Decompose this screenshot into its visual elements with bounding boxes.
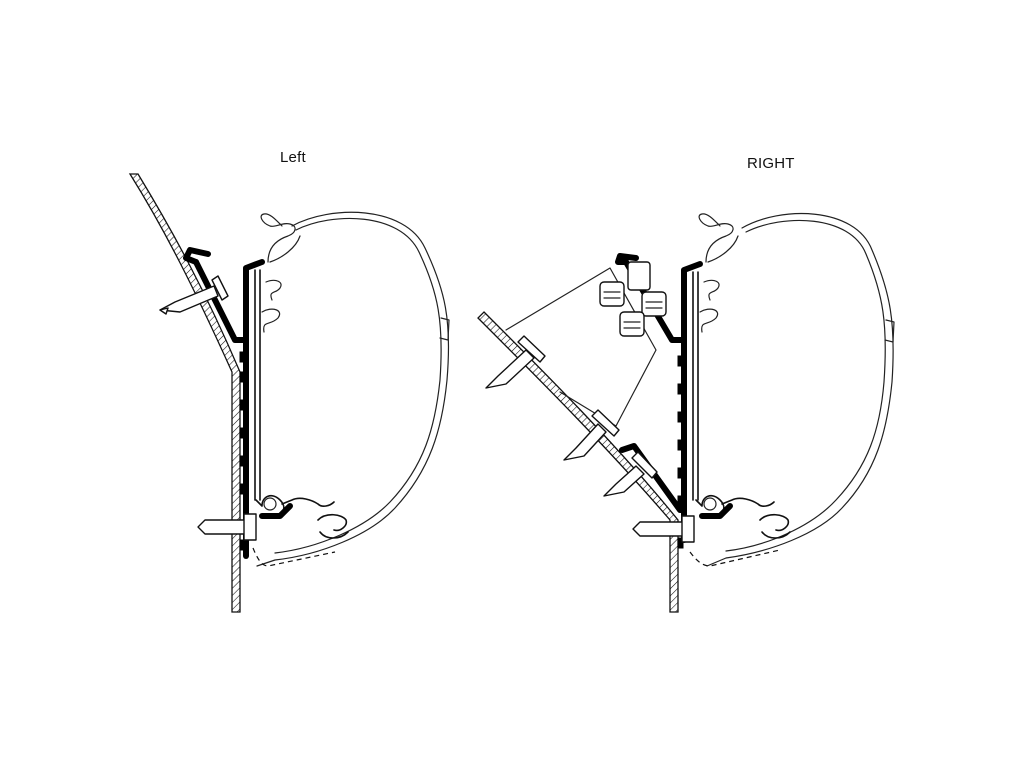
right-bottom-screw bbox=[632, 515, 695, 543]
right-top-curl bbox=[698, 213, 739, 333]
left-upper-bracket bbox=[243, 259, 265, 343]
left-inner-strip bbox=[254, 269, 261, 501]
left-vehicle-wall bbox=[128, 173, 241, 613]
left-bottom-roller bbox=[263, 497, 277, 511]
right-lower-bracket bbox=[619, 443, 687, 513]
left-awning-shell-inner bbox=[274, 217, 442, 554]
right-inner-strip bbox=[692, 271, 699, 501]
left-rail-teeth bbox=[239, 351, 246, 551]
right-shell-tab bbox=[884, 319, 895, 343]
left-top-hook bbox=[183, 247, 211, 265]
right-awning-shell bbox=[706, 213, 894, 567]
right-bottom-roller bbox=[703, 497, 717, 511]
left-diagram bbox=[128, 173, 450, 613]
left-bottom-screw bbox=[197, 513, 257, 541]
right-bracket-top-hook bbox=[615, 253, 639, 265]
right-upper-bracket bbox=[681, 261, 703, 343]
left-dashed-profile bbox=[252, 547, 336, 567]
right-bottom-profile bbox=[695, 494, 791, 539]
left-adapter-rail bbox=[193, 259, 249, 521]
right-vehicle-wall bbox=[477, 311, 679, 613]
right-awning-shell-inner bbox=[725, 219, 886, 552]
right-screw-2 bbox=[563, 409, 620, 461]
left-awning-shell bbox=[256, 211, 450, 567]
right-dashed-profile bbox=[689, 549, 781, 567]
right-rail-teeth bbox=[677, 355, 684, 549]
left-label: Left bbox=[280, 149, 306, 166]
right-diagram bbox=[477, 213, 895, 613]
left-bottom-profile bbox=[255, 494, 349, 539]
right-bottom-clip bbox=[699, 503, 733, 519]
left-shell-tab bbox=[439, 317, 450, 341]
right-screw-1 bbox=[485, 335, 546, 389]
left-bottom-clip bbox=[259, 503, 293, 519]
left-top-curl bbox=[260, 213, 301, 333]
left-top-screw bbox=[159, 275, 229, 315]
right-screw-3 bbox=[603, 451, 658, 497]
right-label: RIGHT bbox=[747, 155, 795, 172]
right-bolts bbox=[599, 261, 667, 337]
